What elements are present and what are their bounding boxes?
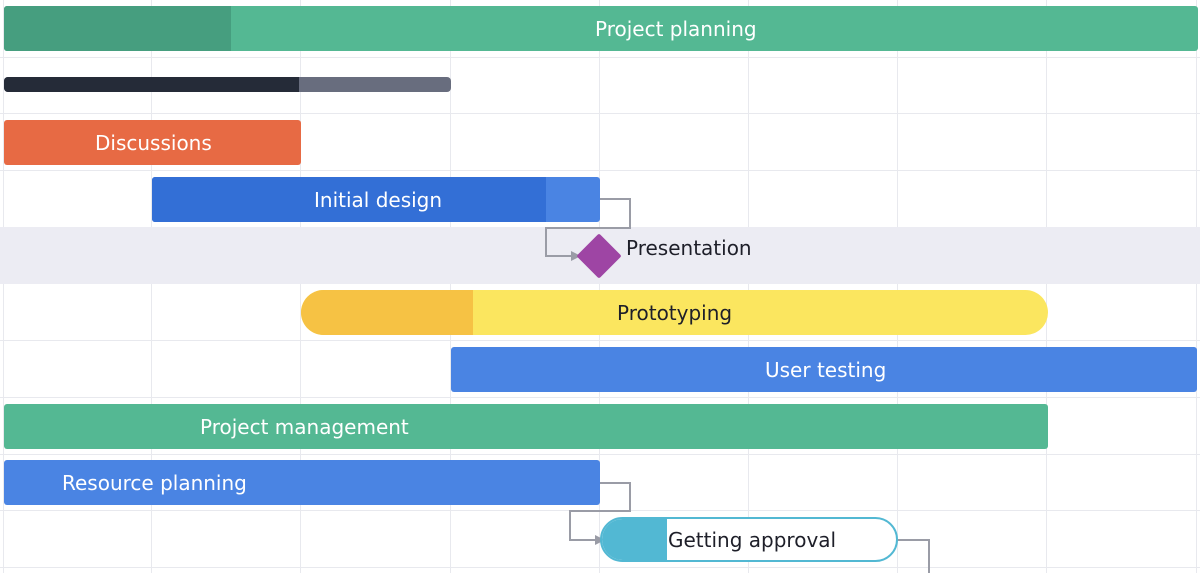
task-bar-getting-approval[interactable]: Getting approval <box>600 517 898 562</box>
task-bar-resource-planning[interactable]: Resource planning <box>4 460 600 505</box>
task-label: Initial design <box>314 187 443 212</box>
task-bar-project-planning[interactable]: Project planning <box>4 6 1198 51</box>
grid-line <box>0 57 1200 58</box>
task-bar-project-management[interactable]: Project management <box>4 404 1048 449</box>
grid-line <box>0 567 1200 568</box>
grid-line <box>0 113 1200 114</box>
grid-line <box>599 0 600 573</box>
milestone-label: Presentation <box>626 236 752 260</box>
grid-line <box>0 397 1200 398</box>
dependency-link-resource-approval <box>569 482 631 541</box>
dependency-arrow-head <box>571 251 581 261</box>
dependency-link-design-presentation <box>545 198 631 257</box>
task-progress <box>4 6 231 51</box>
task-label: Resource planning <box>62 470 247 495</box>
grid-line <box>0 454 1200 455</box>
grid-line <box>450 0 451 573</box>
task-label: Getting approval <box>668 527 837 552</box>
task-progress <box>152 177 547 222</box>
task-bar-user-testing[interactable]: User testing <box>451 347 1197 392</box>
task-progress <box>301 290 473 335</box>
grid-line <box>1046 0 1047 573</box>
grid-line <box>3 0 4 573</box>
task-progress <box>602 519 667 560</box>
grid-line <box>151 0 152 573</box>
grid-line <box>897 0 898 573</box>
task-label: Prototyping <box>617 300 733 325</box>
grid-line <box>1196 0 1197 573</box>
task-label: Project planning <box>595 16 757 41</box>
task-label: User testing <box>765 357 887 382</box>
grid-line <box>748 0 749 573</box>
task-bar-discussions[interactable]: Discussions <box>4 120 301 165</box>
task-label: Project management <box>200 414 409 439</box>
task-bar-prototyping[interactable]: Prototyping <box>301 290 1048 335</box>
grid-line <box>0 170 1200 171</box>
task-progress <box>4 77 300 92</box>
dependency-link-approval-next <box>897 539 930 573</box>
grid-line <box>0 340 1200 341</box>
grid-line <box>300 0 301 573</box>
task-label: Discussions <box>95 130 212 155</box>
task-bar-summary[interactable] <box>4 77 451 92</box>
task-bar-initial-design[interactable]: Initial design <box>152 177 600 222</box>
